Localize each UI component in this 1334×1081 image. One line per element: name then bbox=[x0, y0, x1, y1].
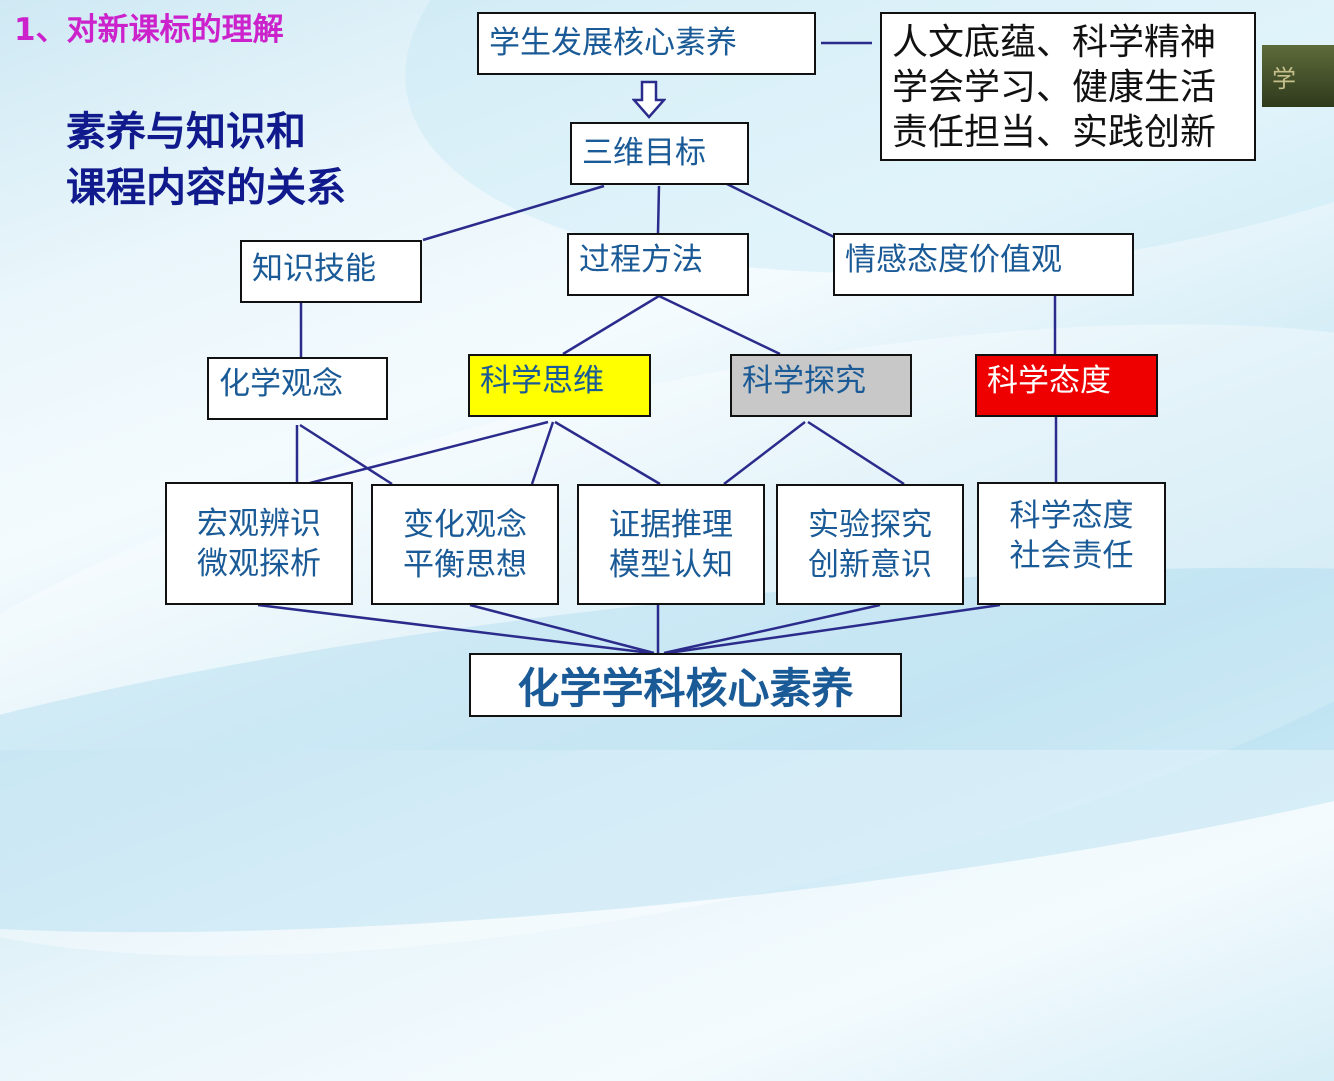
relation-title-line: 课程内容的关系 bbox=[66, 165, 346, 211]
connector-lines bbox=[257, 41, 1058, 655]
core-literacy-box: 学生发展核心素养 bbox=[477, 12, 816, 75]
box-line: 变化观念 bbox=[403, 506, 527, 543]
connector-process-to-inquiry bbox=[658, 294, 781, 356]
connector-goals-to-knowledge bbox=[422, 184, 605, 242]
slide-title: 1、对新课标的理解 bbox=[14, 12, 284, 48]
box-line: 实验探究 bbox=[808, 506, 932, 543]
box-line: 证据推理 bbox=[609, 506, 733, 543]
literacy-items-box: 人文底蕴、科学精神 学会学习、健康生活 责任担当、实践创新 bbox=[880, 12, 1256, 161]
literacy-experiment-innovation-box: 实验探究 创新意识 bbox=[776, 484, 964, 605]
sci-attitude-box: 科学态度 bbox=[975, 354, 1158, 417]
chem-core-literacy-box: 化学学科核心素养 bbox=[469, 653, 902, 717]
corner-logo-text: 学 bbox=[1272, 64, 1296, 93]
box-line: 宏观辨识 bbox=[197, 505, 321, 542]
relation-title-line: 素养与知识和 bbox=[66, 109, 306, 155]
box-line: 社会责任 bbox=[1009, 538, 1134, 574]
connector-thinking-to-l4-3 bbox=[554, 420, 661, 486]
literacy-change-balance-box: 变化观念 平衡思想 bbox=[371, 484, 559, 605]
literacy-macro-micro-box: 宏观辨识 微观探析 bbox=[165, 482, 353, 605]
connector-l4-1-to-final bbox=[257, 603, 651, 655]
knowledge-skills-box: 知识技能 bbox=[240, 240, 422, 303]
connector-l4-2-to-final bbox=[469, 603, 655, 655]
process-methods-box: 过程方法 bbox=[567, 233, 749, 296]
connector-goals-to-emotion bbox=[724, 181, 841, 242]
sci-thinking-box: 科学思维 bbox=[468, 354, 651, 417]
down-arrow-icon bbox=[632, 80, 666, 119]
emotion-values-box: 情感态度价值观 bbox=[833, 233, 1134, 296]
relation-title: 素养与知识和 课程内容的关系 bbox=[66, 104, 346, 216]
chem-concepts-box: 化学观念 bbox=[207, 357, 388, 420]
literacy-item: 学会学习、健康生活 bbox=[892, 67, 1217, 108]
connector-concept-to-l4-2 bbox=[299, 423, 393, 486]
sci-inquiry-box: 科学探究 bbox=[730, 354, 912, 417]
box-line: 微观探析 bbox=[197, 545, 321, 582]
three-dim-goals-box: 三维目标 bbox=[570, 122, 749, 185]
connector-l4-4-to-final bbox=[663, 603, 881, 655]
corner-logo: 学 bbox=[1262, 45, 1334, 107]
connector-process-to-thinking bbox=[562, 294, 660, 356]
literacy-item: 人文底蕴、科学精神 bbox=[892, 22, 1217, 63]
box-line: 平衡思想 bbox=[403, 546, 527, 583]
connector-goals-to-process bbox=[656, 185, 661, 234]
connector-inquiry-to-l4-4 bbox=[807, 420, 905, 486]
literacy-item: 责任担当、实践创新 bbox=[892, 112, 1217, 153]
connector-thinking-to-l4-1 bbox=[309, 420, 549, 485]
box-line: 模型认知 bbox=[609, 546, 733, 583]
connector-thinking-to-l4-2 bbox=[530, 421, 555, 485]
literacy-evidence-model-box: 证据推理 模型认知 bbox=[577, 484, 765, 605]
connector-l4-5-to-final bbox=[667, 603, 1001, 655]
box-line: 创新意识 bbox=[808, 546, 932, 583]
literacy-attitude-responsibility-box: 科学态度 社会责任 bbox=[977, 482, 1166, 605]
box-line: 科学态度 bbox=[1009, 498, 1134, 534]
connector-inquiry-to-l4-3 bbox=[723, 421, 806, 485]
